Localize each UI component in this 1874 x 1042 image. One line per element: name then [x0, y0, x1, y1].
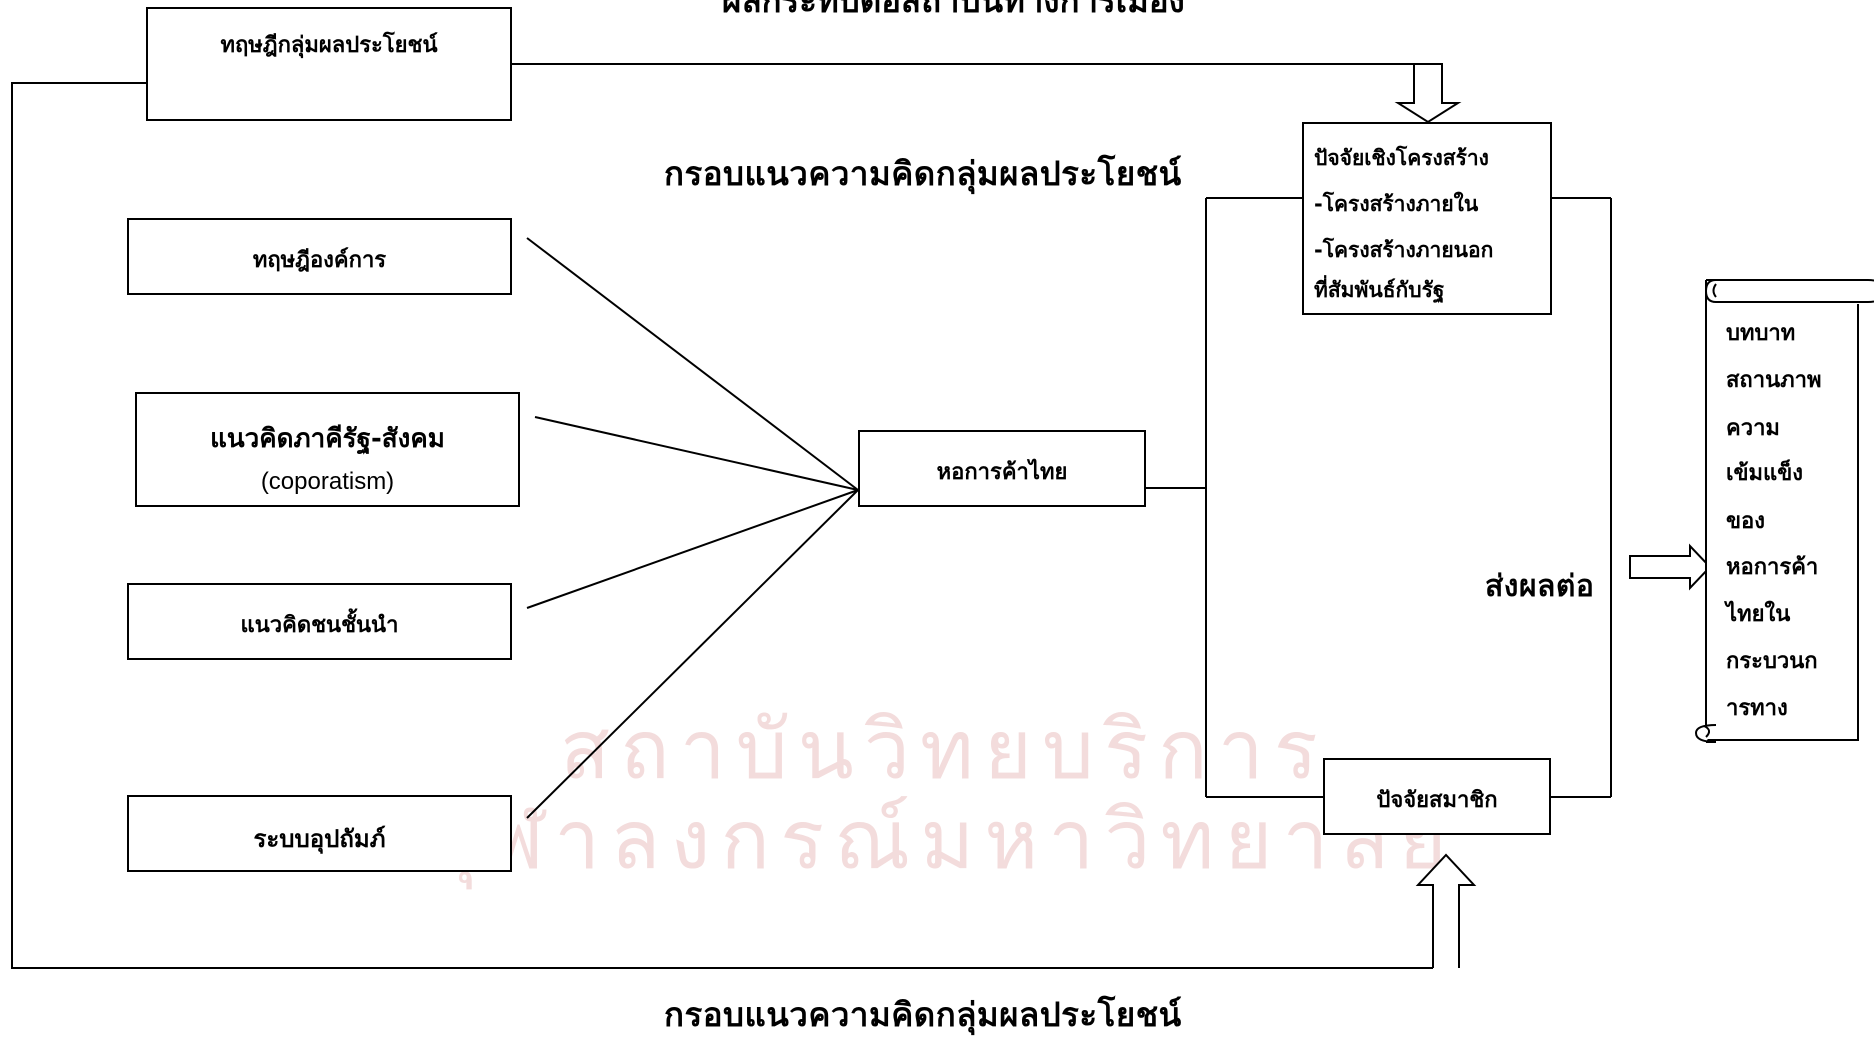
line-elite-to-chamber	[526, 489, 859, 609]
scroll-shape	[1694, 279, 1874, 743]
scroll-line: ารทาง	[1726, 696, 1788, 721]
interest-group-theory-box: ทฤษฎีกลุ่มผลประโยชน์	[146, 7, 512, 121]
state-society-box: แนวคิดภาคีรัฐ-สังคม (coporatism)	[135, 392, 520, 507]
bottom-heading: กรอบแนวความคิดกลุ่มผลประโยชน์	[664, 995, 1182, 1034]
structural-internal: -โครงสร้างภายใน	[1314, 192, 1479, 216]
scroll-line: บทบาท	[1726, 321, 1796, 346]
thai-chamber-label: หอการค้าไทย	[936, 460, 1068, 485]
state-society-label-line2: (coporatism)	[260, 468, 395, 495]
elite-theory-label: แนวคิดชนชั้นนำ	[240, 613, 399, 638]
organization-theory-label: ทฤษฎีองค์การ	[252, 248, 387, 273]
scroll-line: กระบวนก	[1726, 649, 1818, 674]
scroll-line: สถานภาพ	[1726, 368, 1822, 393]
scroll-line: ไทยใน	[1726, 602, 1791, 627]
watermark-line-2: จุฬาลงกรณ์มหาวิทยาลัย	[430, 793, 1457, 888]
scroll-line: หอการค้า	[1726, 555, 1819, 580]
elite-theory-box: แนวคิดชนชั้นนำ	[127, 583, 512, 660]
state-society-label-line1: แนวคิดภาคีรัฐ-สังคม	[210, 424, 445, 454]
line-patronage-to-chamber	[526, 489, 859, 819]
left-loop-line	[11, 82, 1433, 969]
member-factor-box: ปัจจัยสมาชิก	[1323, 758, 1551, 835]
thai-chamber-box: หอการค้าไทย	[858, 430, 1146, 507]
up-arrow-member	[1415, 853, 1477, 968]
middle-heading: กรอบแนวความคิดกลุ่มผลประโยชน์	[664, 154, 1182, 193]
structural-title: ปัจจัยเชิงโครงสร้าง	[1314, 146, 1489, 170]
affects-label: ส่งผลต่อ	[1485, 569, 1595, 604]
scroll-line: เข้มแข็ง	[1726, 461, 1804, 486]
top-cut-heading: ผลกระทบต่อสถาบันทางการเมือง	[722, 0, 1185, 20]
line-statesociety-to-chamber	[534, 416, 859, 491]
structural-external-2: ที่สัมพันธ์กับรัฐ	[1314, 278, 1445, 302]
patronage-system-box: ระบบอุปถัมภ์	[127, 795, 512, 872]
interest-group-theory-label: ทฤษฎีกลุ่มผลประโยชน์	[220, 33, 438, 58]
patronage-system-label: ระบบอุปถัมภ์	[253, 825, 386, 853]
right-arrow-affects	[1629, 543, 1712, 591]
organization-theory-box: ทฤษฎีองค์การ	[127, 218, 512, 295]
member-factor-label: ปัจจัยสมาชิก	[1376, 788, 1498, 813]
line-organization-to-chamber	[526, 237, 859, 491]
watermark-line-1: สถาบันวิทยบริการ	[560, 703, 1328, 798]
scroll-line: ของ	[1726, 509, 1765, 534]
down-arrow-structural	[1394, 63, 1462, 124]
structural-external-1: -โครงสร้างภายนอก	[1314, 238, 1494, 262]
structural-factors-box: ปัจจัยเชิงโครงสร้าง -โครงสร้างภายใน -โคร…	[1302, 122, 1552, 315]
scroll-line: ความ	[1726, 416, 1780, 441]
